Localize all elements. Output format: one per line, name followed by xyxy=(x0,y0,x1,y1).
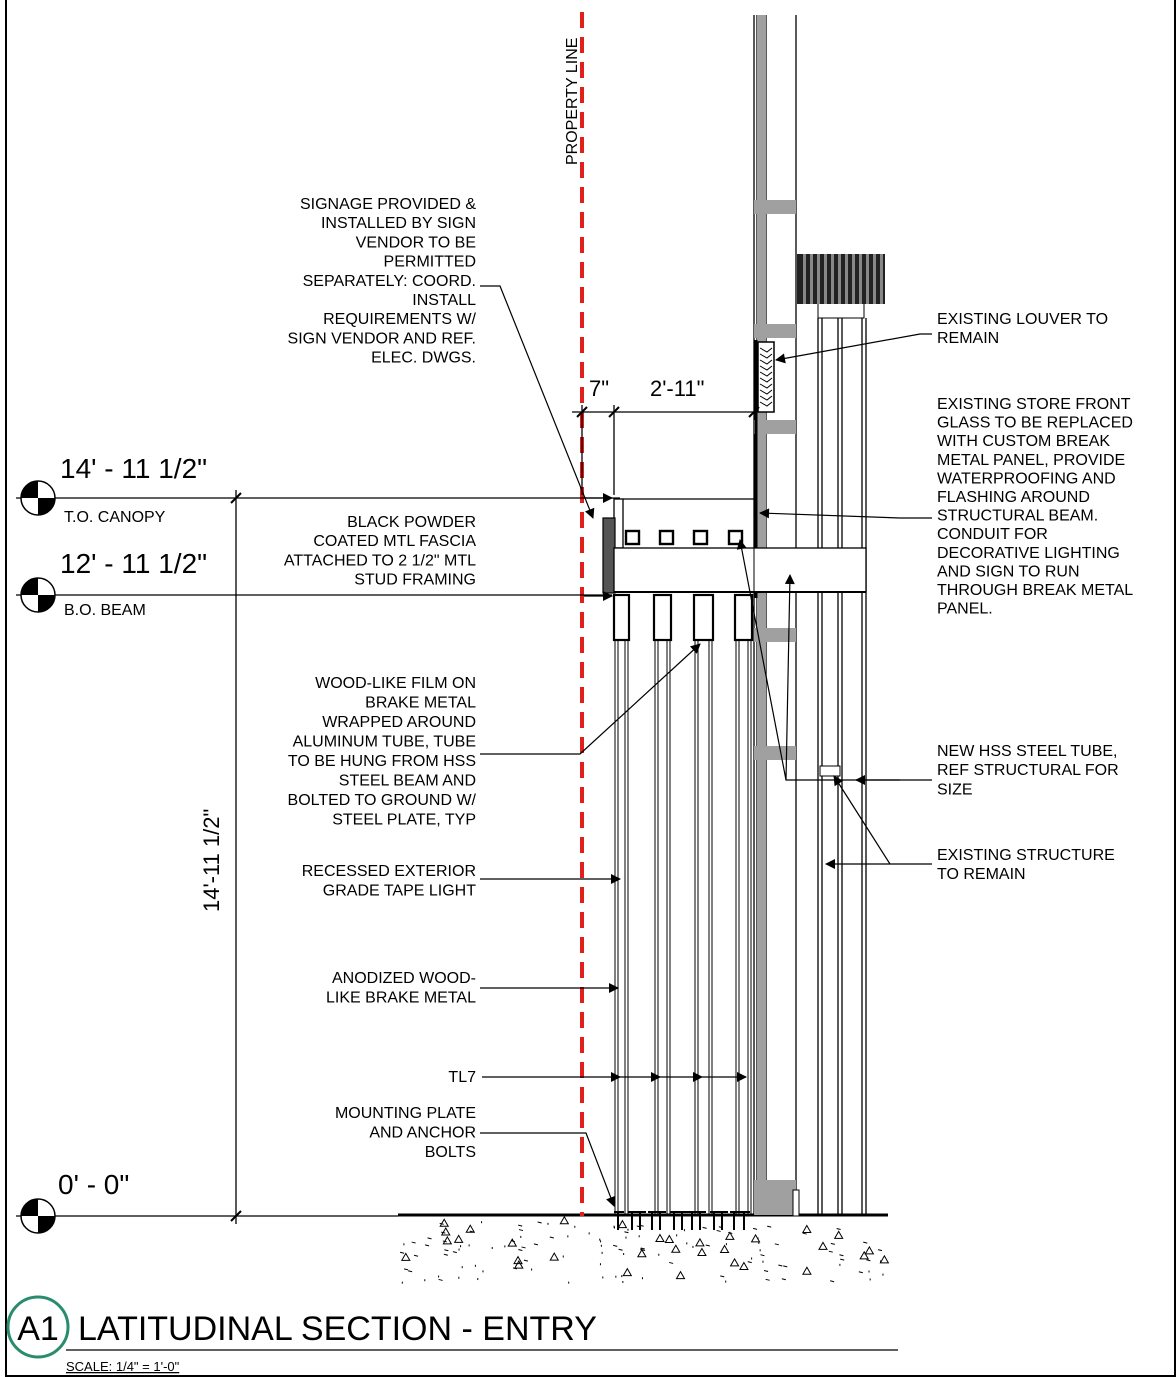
note-line: SEPARATELY: COORD. xyxy=(303,273,476,290)
note-line: ELEC. DWGS. xyxy=(371,350,476,367)
note-line: BLACK POWDER xyxy=(347,514,476,531)
dimension-2-11: 2'-11" xyxy=(650,376,704,401)
ground-slab xyxy=(398,1213,890,1284)
elevation-value: 0' - 0" xyxy=(58,1169,129,1200)
note-line: EXISTING STRUCTURE xyxy=(937,847,1115,864)
note-line: GRADE TAPE LIGHT xyxy=(323,883,476,900)
note-line: TO REMAIN xyxy=(937,866,1026,883)
note-line: THROUGH BREAK METAL xyxy=(937,582,1133,599)
note-storefront: EXISTING STORE FRONT GLASS TO BE REPLACED… xyxy=(937,396,1133,618)
elevation-label: T.O. CANOPY xyxy=(64,509,166,526)
note-line: BOLTS xyxy=(425,1144,476,1161)
note-line: EXISTING STORE FRONT xyxy=(937,396,1131,413)
existing-louver xyxy=(757,341,775,413)
note-fascia: BLACK POWDER COATED MTL FASCIA ATTACHED TO… xyxy=(284,514,476,589)
note-line: COATED MTL FASCIA xyxy=(313,533,476,550)
note-line: RECESSED EXTERIOR xyxy=(302,863,476,880)
note-line: WATERPROOFING AND xyxy=(937,470,1116,487)
note-tl7: TL7 xyxy=(448,1069,476,1086)
note-line: ATTACHED TO 2 1/2" MTL xyxy=(284,552,476,569)
height-dimension: 14'-11 1/2" xyxy=(199,490,242,1224)
note-signage: SIGNAGE PROVIDED & INSTALLED BY SIGN VENDO… xyxy=(288,196,477,367)
note-line: AND SIGN TO RUN xyxy=(937,563,1080,580)
elevation-label: B.O. BEAM xyxy=(64,602,146,619)
note-line: WRAPPED AROUND xyxy=(322,714,476,731)
existing-storefront-structure xyxy=(753,15,867,1217)
canopy xyxy=(602,498,867,594)
note-louver: EXISTING LOUVER TO REMAIN xyxy=(937,311,1108,347)
wood-like-tubes xyxy=(612,593,754,1230)
note-line: VENDOR TO BE xyxy=(356,234,476,251)
elevation-target-icon xyxy=(20,577,56,613)
note-line: REQUIREMENTS W/ xyxy=(323,311,476,328)
elevation-target-icon xyxy=(20,480,56,516)
note-line: GLASS TO BE REPLACED xyxy=(937,415,1133,432)
note-line: ANODIZED WOOD- xyxy=(332,970,476,987)
rooftop-unit xyxy=(797,254,885,304)
note-line: TL7 xyxy=(448,1069,476,1086)
note-line: METAL PANEL, PROVIDE xyxy=(937,452,1125,469)
dimension-7-in: 7" xyxy=(589,376,609,401)
drawing-tag-circle xyxy=(6,1295,70,1359)
note-line: AND ANCHOR xyxy=(369,1125,476,1142)
elevation-value: 12' - 11 1/2" xyxy=(60,548,207,579)
note-line: ALUMINUM TUBE, TUBE xyxy=(293,734,476,751)
note-line: FLASHING AROUND xyxy=(937,489,1090,506)
note-line: REF STRUCTURAL FOR xyxy=(937,762,1119,779)
note-line: STEEL BEAM AND xyxy=(339,773,476,790)
note-line: WOOD-LIKE FILM ON xyxy=(315,675,476,692)
note-line: WITH CUSTOM BREAK xyxy=(937,433,1110,450)
elevation-value: 14' - 11 1/2" xyxy=(60,453,207,484)
note-line: DECORATIVE LIGHTING xyxy=(937,545,1120,562)
note-line: STUD FRAMING xyxy=(354,572,476,589)
note-line: LIKE BRAKE METAL xyxy=(326,990,476,1007)
note-line: INSTALLED BY SIGN xyxy=(321,215,476,232)
note-line: REMAIN xyxy=(937,330,999,347)
elevation-markers: 14' - 11 1/2" T.O. CANOPY 12' - 11 1/2" … xyxy=(16,453,620,1234)
note-line: STEEL PLATE, TYP xyxy=(332,812,476,829)
note-wood-film: WOOD-LIKE FILM ON BRAKE METAL WRAPPED AROU… xyxy=(288,675,477,829)
leader-lines xyxy=(480,285,932,1207)
note-line: BRAKE METAL xyxy=(365,695,476,712)
note-line: PERMITTED xyxy=(384,254,476,271)
note-hss: NEW HSS STEEL TUBE, REF STRUCTURAL FOR SIZ… xyxy=(937,743,1119,798)
note-line: STRUCTURAL BEAM. xyxy=(937,508,1098,525)
title-block: A1 LATITUDINAL SECTION - ENTRY SCALE: 1/… xyxy=(6,1295,898,1374)
note-anodized: ANODIZED WOOD- LIKE BRAKE METAL xyxy=(326,970,476,1007)
note-line: SIZE xyxy=(937,781,973,798)
note-line: TO BE HUNG FROM HSS xyxy=(288,753,476,770)
sheet-border xyxy=(5,0,1176,1377)
note-line: INSTALL xyxy=(412,292,476,309)
note-structure: EXISTING STRUCTURE TO REMAIN xyxy=(937,847,1115,883)
elevation-target-icon xyxy=(20,1198,56,1234)
drawing-title: LATITUDINAL SECTION - ENTRY xyxy=(78,1310,597,1348)
note-line: SIGN VENDOR AND REF. xyxy=(288,330,476,347)
note-line: CONDUIT FOR xyxy=(937,526,1048,543)
drawing-tag: A1 xyxy=(17,1310,59,1348)
note-line: BOLTED TO GROUND W/ xyxy=(288,792,477,809)
note-mounting: MOUNTING PLATE AND ANCHOR BOLTS xyxy=(335,1105,476,1161)
property-line-label: PROPERTY LINE xyxy=(564,38,581,165)
horizontal-dimensions: 7" 2'-11" xyxy=(572,376,760,495)
drawing-scale: SCALE: 1/4" = 1'-0" xyxy=(66,1359,180,1374)
note-line: EXISTING LOUVER TO xyxy=(937,311,1108,328)
note-tape-light: RECESSED EXTERIOR GRADE TAPE LIGHT xyxy=(302,863,476,900)
note-line: SIGNAGE PROVIDED & xyxy=(300,196,476,213)
note-line: MOUNTING PLATE xyxy=(335,1105,476,1122)
note-line: NEW HSS STEEL TUBE, xyxy=(937,743,1117,760)
note-line: PANEL. xyxy=(937,601,993,618)
height-dimension-text: 14'-11 1/2" xyxy=(199,809,224,912)
